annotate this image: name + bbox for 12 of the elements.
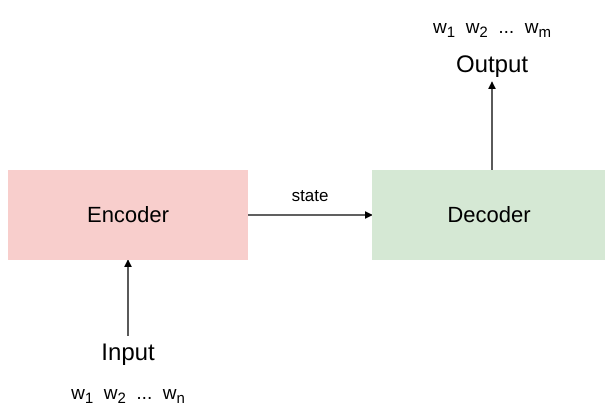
process-box bbox=[8, 170, 248, 260]
arrow bbox=[488, 81, 496, 170]
sequence-label: w$_{1}$ w$_{2}$ ... w$_{n}$ bbox=[71, 384, 185, 403]
node-label: Output bbox=[456, 50, 528, 80]
node-label: Decoder bbox=[447, 201, 531, 229]
arrow bbox=[124, 259, 132, 336]
process-box bbox=[372, 170, 605, 260]
node-label: Encoder bbox=[87, 201, 169, 229]
node-label: Input bbox=[101, 338, 155, 368]
edge-label: state bbox=[290, 187, 330, 204]
sequence-label: w$_{1}$ w$_{2}$ ... w$_{m}$ bbox=[433, 18, 551, 37]
arrow bbox=[248, 211, 373, 219]
